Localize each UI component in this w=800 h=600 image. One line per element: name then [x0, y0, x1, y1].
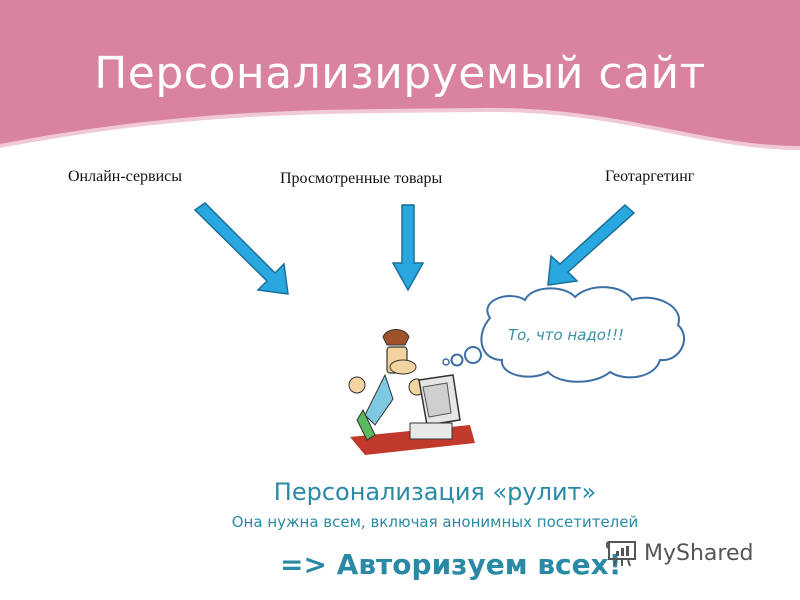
- conclusion-subline: Она нужна всем, включая анонимных посети…: [231, 513, 639, 531]
- source-label-geotargeting: Геотаргетинг: [605, 168, 695, 185]
- thought-bubble-icon: [442, 286, 685, 383]
- call-to-action-text: => Авторизуем всех!: [280, 548, 622, 581]
- watermark-logo: MyShared: [606, 538, 753, 568]
- arrow-down-left-icon: [547, 203, 636, 286]
- source-label-online-services: Онлайн-сервисы: [68, 168, 183, 185]
- conclusion-headline: Персонализация «рулит»: [273, 478, 597, 506]
- arrow-down-icon: [391, 204, 425, 292]
- slide-title: Персонализируемый сайт: [94, 48, 706, 99]
- happy-user-at-computer-illustration: [348, 329, 475, 455]
- thought-bubble-text: То, что надо!!!: [508, 326, 625, 344]
- title-banner: [0, 0, 800, 150]
- source-label-viewed-products: Просмотренные товары: [280, 170, 443, 187]
- arrow-down-right-icon: [193, 202, 289, 295]
- presentation-chart-icon: [606, 541, 636, 567]
- watermark-text: MyShared: [644, 540, 754, 566]
